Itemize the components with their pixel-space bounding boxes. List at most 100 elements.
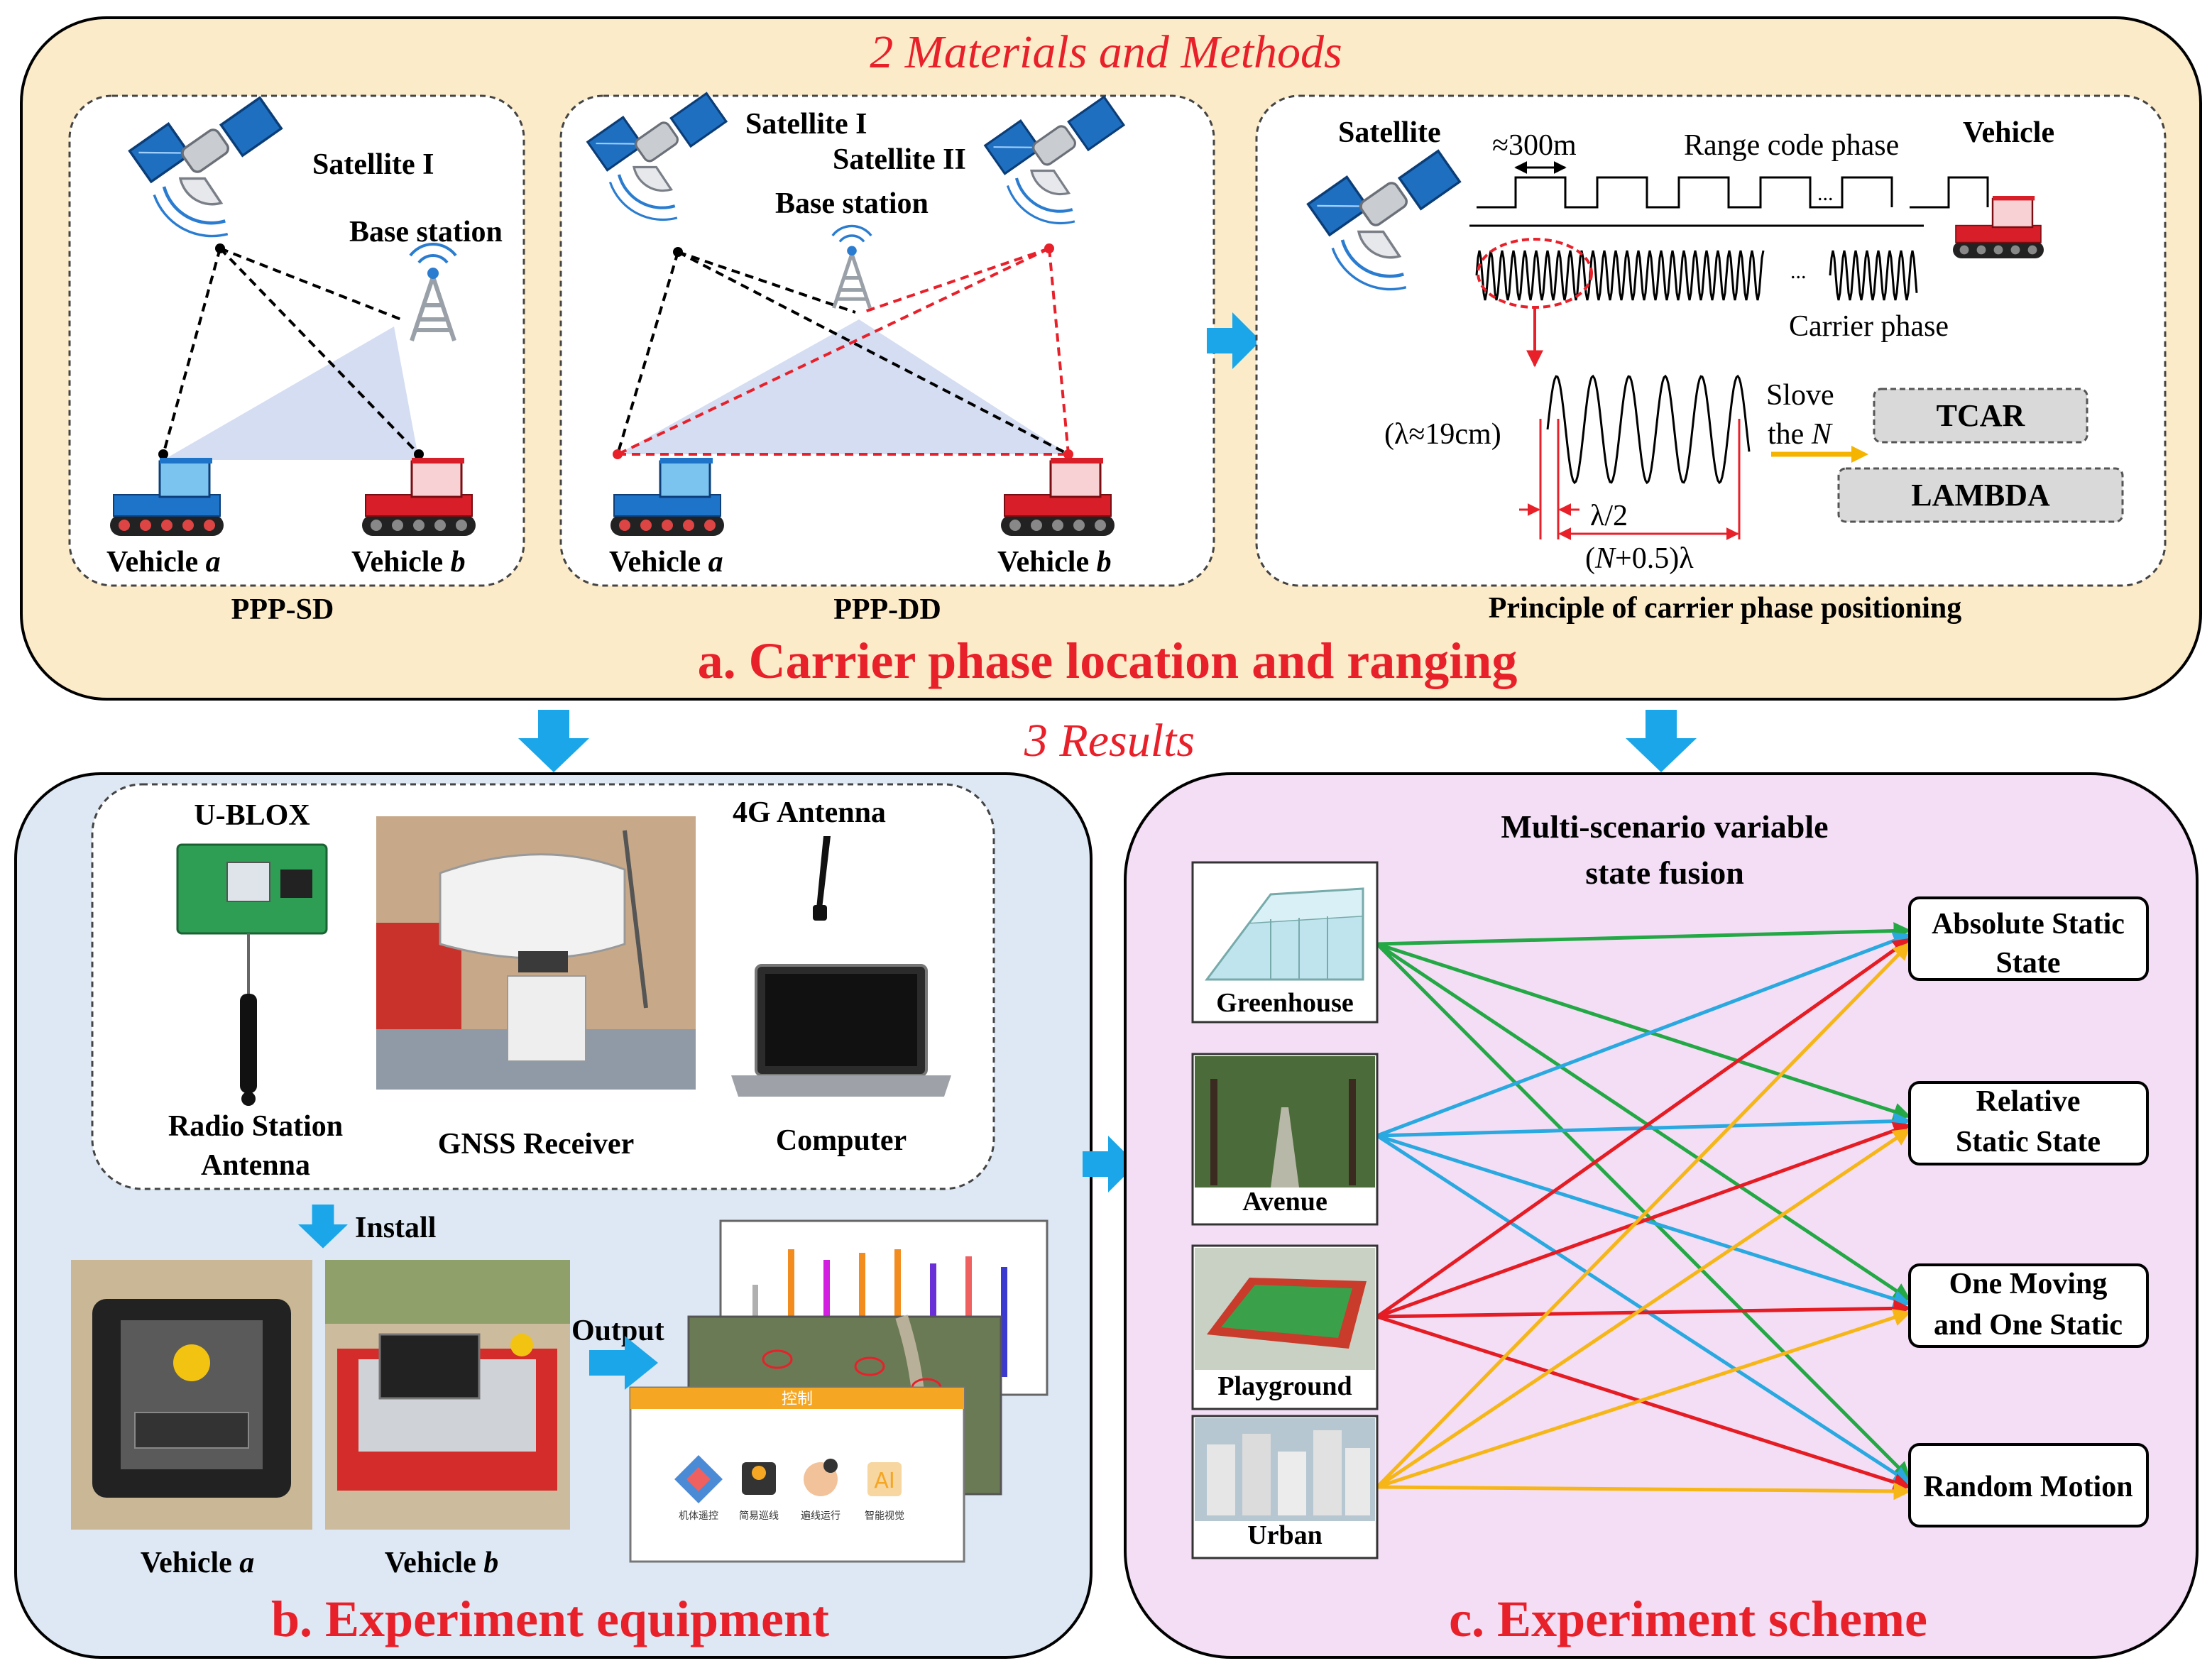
principle-frame (1255, 94, 2167, 587)
lambda-box (1837, 467, 2124, 523)
app-icon-1 (674, 1455, 723, 1503)
install-label: Install (355, 1212, 436, 1244)
app-icon-3 (804, 1459, 838, 1496)
carrier-phase-label: Carrier phase (1789, 310, 1949, 343)
scenario-state-links (1376, 922, 1912, 1501)
code-ellipsis: ... (1817, 182, 1834, 205)
scheme-title-line-1: Multi-scenario variable (1501, 808, 1828, 845)
tcar-label: TCAR (1937, 398, 2026, 433)
panel-c: Multi-scenario variable state fusion Gre… (1124, 772, 2199, 1659)
panel-a-title: a. Carrier phase location and ranging (698, 632, 1518, 689)
ppp-sd-diagram: Satellite I Base station Vehicle a Vehic… (68, 94, 525, 626)
link-urban-to-state-3 (1376, 1309, 1912, 1489)
lambda-label: LAMBDA (1911, 478, 2050, 512)
panel-c-title: c. Experiment scheme (1449, 1591, 1927, 1647)
dd-base-station-label: Base station (775, 187, 929, 220)
sd-base-station-label: Base station (349, 216, 503, 248)
gnss-receiver-photo (376, 816, 696, 1090)
a-to-b-arrow (518, 710, 589, 772)
scenario-label-avenue: Avenue (1242, 1187, 1327, 1217)
app-item-2: 简易巡线 (739, 1510, 779, 1522)
app-item-3: 遍线运行 (801, 1510, 841, 1522)
ppp-dd-diagram: Satellite I Satellite II Base station Ve… (559, 94, 1215, 626)
scenario-avenue: Avenue (1191, 1053, 1379, 1226)
link-urban-to-state-4 (1376, 1482, 1912, 1501)
link-playground-to-state-3 (1376, 1299, 1912, 1319)
scenario-playground: Playground (1191, 1244, 1379, 1410)
principle-caption: Principle of carrier phase positioning (1489, 592, 1962, 625)
sd-ray-sat-base (219, 247, 402, 321)
output-label: Output (571, 1315, 664, 1347)
ublox-board-icon (176, 843, 328, 1106)
svg-text:AI: AI (874, 1469, 894, 1493)
link-urban-to-state-1 (1376, 942, 1911, 1488)
panel-a: 2 Materials and Methods Satellite I Base… (20, 16, 2202, 701)
app-item-4: 智能视觉 (865, 1510, 904, 1522)
output-arrow (589, 1336, 658, 1390)
carrier-wave (1475, 250, 1765, 301)
sd-ray-sat-a (162, 248, 221, 455)
a-to-c-arrow (1626, 710, 1697, 772)
gnss-receiver-label: GNSS Receiver (438, 1128, 634, 1161)
scheme-title-line-2: state fusion (1585, 855, 1744, 891)
dd-vehicle-b-label: Vehicle b (997, 546, 1112, 578)
state-one-moving: One Moving and One Static (1908, 1263, 2149, 1348)
half-lambda-label: λ/2 (1590, 500, 1628, 532)
state-random-motion: Random Motion (1908, 1443, 2149, 1527)
equip-vehicle-a-label: Vehicle a (141, 1547, 255, 1579)
link-greenhouse-to-state-1 (1376, 922, 1912, 946)
ublox-label: U-BLOX (194, 799, 310, 832)
sd-vehicle-b-label: Vehicle b (351, 546, 466, 578)
antenna-4g-label: 4G Antenna (733, 796, 886, 829)
state-one-moving-line-2: and One Static (1934, 1309, 2123, 1342)
radio-antenna-label-line-1: Radio Station (168, 1110, 343, 1143)
vehicle-a-photo (71, 1260, 312, 1530)
state-relative-static-line-1: Relative (1976, 1085, 2081, 1118)
methods-heading: 2 Materials and Methods (870, 26, 1342, 78)
principle-satellite-label: Satellite (1338, 116, 1441, 149)
solve-label-line-2: the N (1768, 418, 1833, 451)
ppp-sd-caption: PPP-SD (231, 593, 334, 626)
scenario-urban: Urban (1191, 1415, 1379, 1559)
sd-coverage-area (163, 327, 419, 460)
code-length-label: ≈300m (1492, 129, 1577, 162)
state-absolute-static: Absolute Static State (1908, 896, 2149, 981)
panel-b-title: b. Experiment equipment (271, 1591, 829, 1647)
n-lambda-label: (N+0.5)λ (1585, 542, 1694, 575)
wavelength-label: (λ≈19cm) (1384, 418, 1501, 451)
sd-satellite-label: Satellite I (312, 148, 434, 181)
tcar-box (1873, 388, 2088, 444)
dd-satellite-1-label: Satellite I (745, 108, 867, 141)
link-greenhouse-to-state-2 (1376, 942, 1912, 1120)
results-heading: 3 Results (1024, 715, 1195, 767)
carrier-wave-tail (1829, 250, 1918, 301)
antenna-4g-icon (813, 836, 831, 921)
solve-label-line-1: Slove (1766, 379, 1834, 412)
computer-label: Computer (776, 1124, 907, 1157)
dd-satellite-2-label: Satellite II (833, 143, 966, 176)
zoomed-carrier-wave (1546, 374, 1751, 485)
sd-vehicle-a-label: Vehicle a (106, 546, 221, 578)
dd-coverage-area (618, 319, 1068, 454)
link-playground-to-state-4 (1376, 1315, 1912, 1491)
principle-vehicle-label: Vehicle (1963, 116, 2054, 149)
scenario-greenhouse: Greenhouse (1191, 861, 1379, 1024)
app-item-1: 机体遥控 (679, 1510, 718, 1522)
app-icon-4: AI (867, 1462, 902, 1496)
panel-b: U-BLOX Radio Station Antenna GNSS Receiv… (14, 772, 1093, 1659)
scenario-label-greenhouse: Greenhouse (1216, 988, 1354, 1018)
link-playground-to-state-2 (1376, 1121, 1912, 1319)
vehicle-b-photo (325, 1260, 570, 1530)
state-absolute-static-line-2: State (1996, 947, 2061, 980)
carrier-ellipsis: ... (1790, 260, 1807, 283)
output-screens: 控制 AI 机体遥控 简易巡线 遍线运行 智能视觉 (629, 1219, 1048, 1563)
radio-antenna-label-line-2: Antenna (201, 1149, 310, 1182)
link-greenhouse-to-state-4 (1376, 943, 1911, 1480)
solve-arrow (1851, 446, 1868, 463)
link-urban-to-state-2 (1376, 1127, 1912, 1489)
app-title: 控制 (782, 1390, 813, 1408)
scenario-label-playground: Playground (1217, 1371, 1352, 1401)
state-relative-static: Relative Static State (1908, 1081, 2149, 1165)
app-icon-2 (742, 1462, 776, 1495)
